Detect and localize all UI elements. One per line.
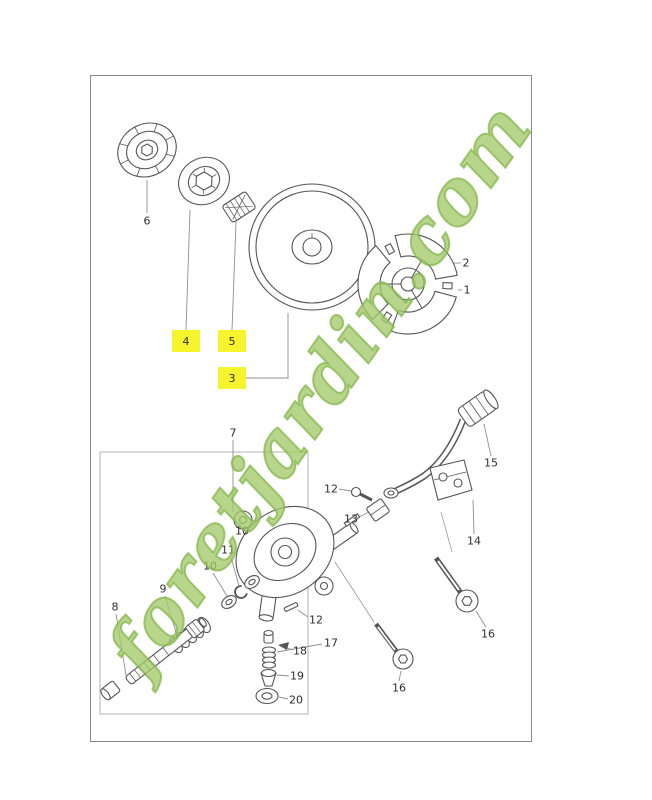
part-oil-hose-filter: [383, 389, 499, 499]
part-pump-shaft: [125, 618, 207, 685]
part-clutch-assembly: [357, 233, 458, 335]
part-pin: [283, 602, 299, 612]
part-shaft-cap: [100, 680, 121, 701]
arrow-18: [278, 642, 289, 650]
part-bracket: [429, 459, 473, 501]
part-bolt-lower: [374, 622, 414, 670]
part-needle-bearing: [222, 191, 256, 223]
part-valve-spring: [261, 646, 277, 669]
part-clutch-drum: [248, 183, 376, 311]
part-bolt-upper: [433, 556, 479, 613]
part-clamp-screw: [350, 486, 373, 502]
part-clamp-block: [366, 498, 390, 522]
part-rim-sprocket: [178, 156, 230, 206]
part-nipple: [263, 629, 274, 644]
part-oil-pump: [233, 505, 361, 622]
part-cap: [255, 687, 279, 705]
part-washer-lower: [221, 595, 237, 609]
part-clip: [234, 585, 248, 599]
diagram-frame: [90, 75, 532, 742]
part-duckbill-valve: [260, 668, 277, 687]
part-washer-upper: [244, 575, 260, 589]
part-drive-wheel: [117, 122, 177, 178]
